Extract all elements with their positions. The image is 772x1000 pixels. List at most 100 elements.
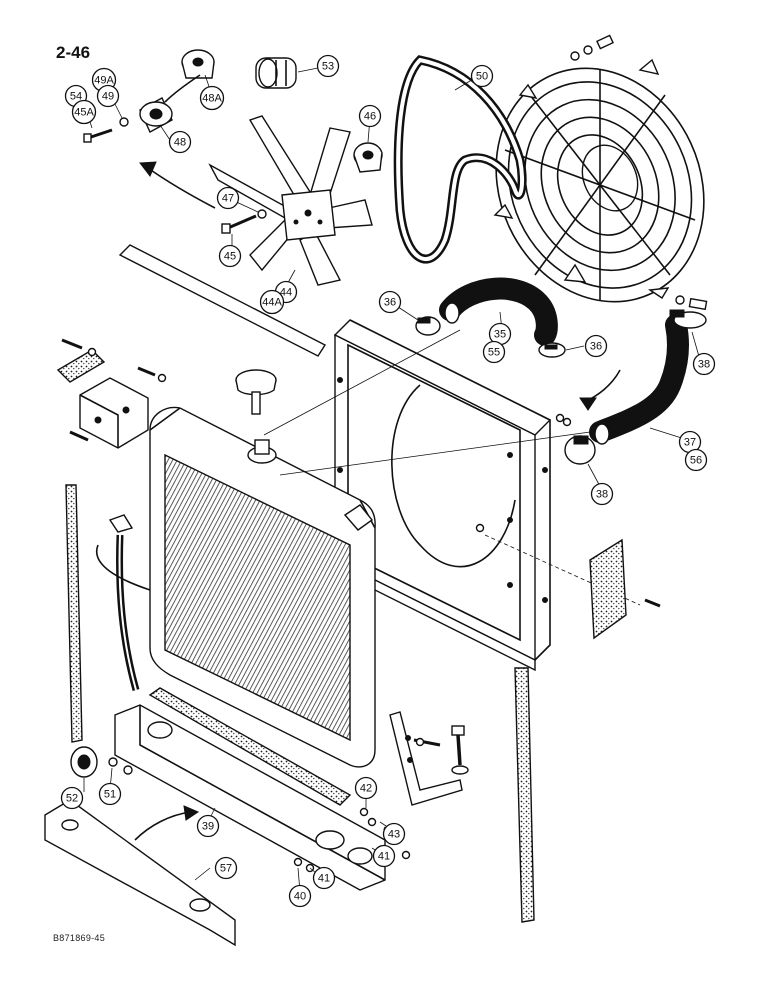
callout-circle — [96, 84, 120, 108]
callout-number: 50 — [476, 71, 488, 83]
hose-clamp-38-lower — [564, 435, 596, 465]
callout-38: 38 — [590, 482, 614, 506]
guard-hardware — [570, 34, 708, 311]
overflow-tube — [95, 514, 151, 691]
seal-strip-upper — [118, 244, 327, 357]
callout-circle — [354, 776, 378, 800]
leader-line — [279, 431, 591, 476]
callout-46: 46 — [358, 104, 382, 128]
lower-rail-39 — [114, 704, 386, 891]
callout-40: 40 — [288, 884, 312, 908]
lower-radiator-hose — [589, 314, 689, 445]
callout-39: 39 — [196, 814, 220, 838]
bracket-bolt — [413, 737, 441, 747]
callout-36: 36 — [378, 290, 402, 314]
callout-42: 42 — [354, 776, 378, 800]
fan-spacer-48a — [181, 49, 215, 79]
callout-circle — [98, 782, 122, 806]
callout-36: 36 — [584, 334, 608, 358]
radiator — [149, 406, 376, 768]
callout-number: 51 — [104, 789, 116, 801]
callout-51: 51 — [98, 782, 122, 806]
callout-circle — [584, 334, 608, 358]
callout-number: 41 — [318, 873, 330, 885]
shroud-hardware — [475, 413, 661, 608]
callout-circle — [470, 64, 494, 88]
hose-clamp-38-upper — [669, 309, 707, 329]
arrowhead — [579, 397, 597, 411]
callout-circle — [316, 54, 340, 78]
callout-number: 47 — [222, 193, 234, 205]
fan-spacer-46 — [353, 142, 383, 173]
callout-48: 48 — [168, 130, 192, 154]
callout-number: 49A — [94, 75, 114, 87]
callout-number: 35 — [494, 329, 506, 341]
callout-45: 45 — [218, 244, 242, 268]
leader-line — [263, 329, 461, 436]
callout-52: 52 — [60, 786, 84, 810]
callout-number: 46 — [364, 111, 376, 123]
callout-number: 49 — [102, 91, 114, 103]
hose-arrow — [583, 369, 621, 403]
bracket-hardware — [61, 338, 167, 442]
callout-47: 47 — [216, 186, 240, 210]
callout-circle — [378, 290, 402, 314]
callout-circle — [692, 352, 716, 376]
hose-clamp-36-upper — [415, 316, 441, 336]
callout-circle — [199, 85, 225, 111]
drawing-number: B871869-45 — [53, 933, 106, 943]
arrowhead — [139, 161, 157, 177]
hose-clamp-36-lower — [538, 342, 566, 358]
callout-circle — [590, 482, 614, 506]
callout-number: 44 — [280, 287, 292, 299]
callout-number: 38 — [596, 489, 608, 501]
callout-circle — [382, 822, 406, 846]
callout-number: 37 — [684, 437, 696, 449]
callout-circle — [216, 186, 240, 210]
callout-49: 49 — [96, 84, 120, 108]
isolator-mount-52 — [70, 746, 98, 778]
callout-number: 44A — [262, 297, 282, 309]
mounting-bracket-upper — [56, 349, 149, 449]
callout-number: 43 — [388, 829, 400, 841]
callout-leaders — [83, 67, 701, 893]
callout-circle — [214, 856, 238, 880]
callout-circle — [168, 130, 192, 154]
callout-circle — [71, 99, 97, 125]
callout-number: 54 — [70, 91, 82, 103]
callout-number: 42 — [360, 783, 372, 795]
callout-35: 35 — [488, 322, 512, 346]
fan-guard — [493, 58, 705, 303]
callout-50: 50 — [470, 64, 494, 88]
callout-44a: 44A — [259, 289, 285, 315]
callout-circle — [482, 340, 506, 364]
rail-arrow — [134, 811, 191, 841]
seal-strip-side — [589, 538, 627, 640]
callout-circle — [259, 289, 285, 315]
radiator-cap — [235, 369, 277, 464]
callout-41: 41 — [372, 844, 396, 868]
cooling-fan — [208, 115, 373, 286]
arrowhead — [183, 805, 200, 821]
callout-number: 39 — [202, 821, 214, 833]
bolt-45a — [83, 128, 113, 143]
fan-spacer-53 — [255, 57, 297, 89]
callout-number: 36 — [384, 297, 396, 309]
seal-strip-right — [514, 667, 535, 923]
bolt-45 — [221, 209, 267, 234]
upper-radiator-hose — [439, 277, 558, 346]
callout-number: 52 — [66, 793, 78, 805]
callout-number: 36 — [590, 341, 602, 353]
callout-43: 43 — [382, 822, 406, 846]
seal-strip-left — [65, 484, 83, 743]
callout-57: 57 — [214, 856, 238, 880]
callout-circle — [684, 448, 708, 472]
assembly-arrow — [147, 167, 216, 209]
callout-circle — [60, 786, 84, 810]
callout-circle — [218, 244, 242, 268]
callout-number: 38 — [698, 359, 710, 371]
callout-number: 53 — [322, 61, 334, 73]
